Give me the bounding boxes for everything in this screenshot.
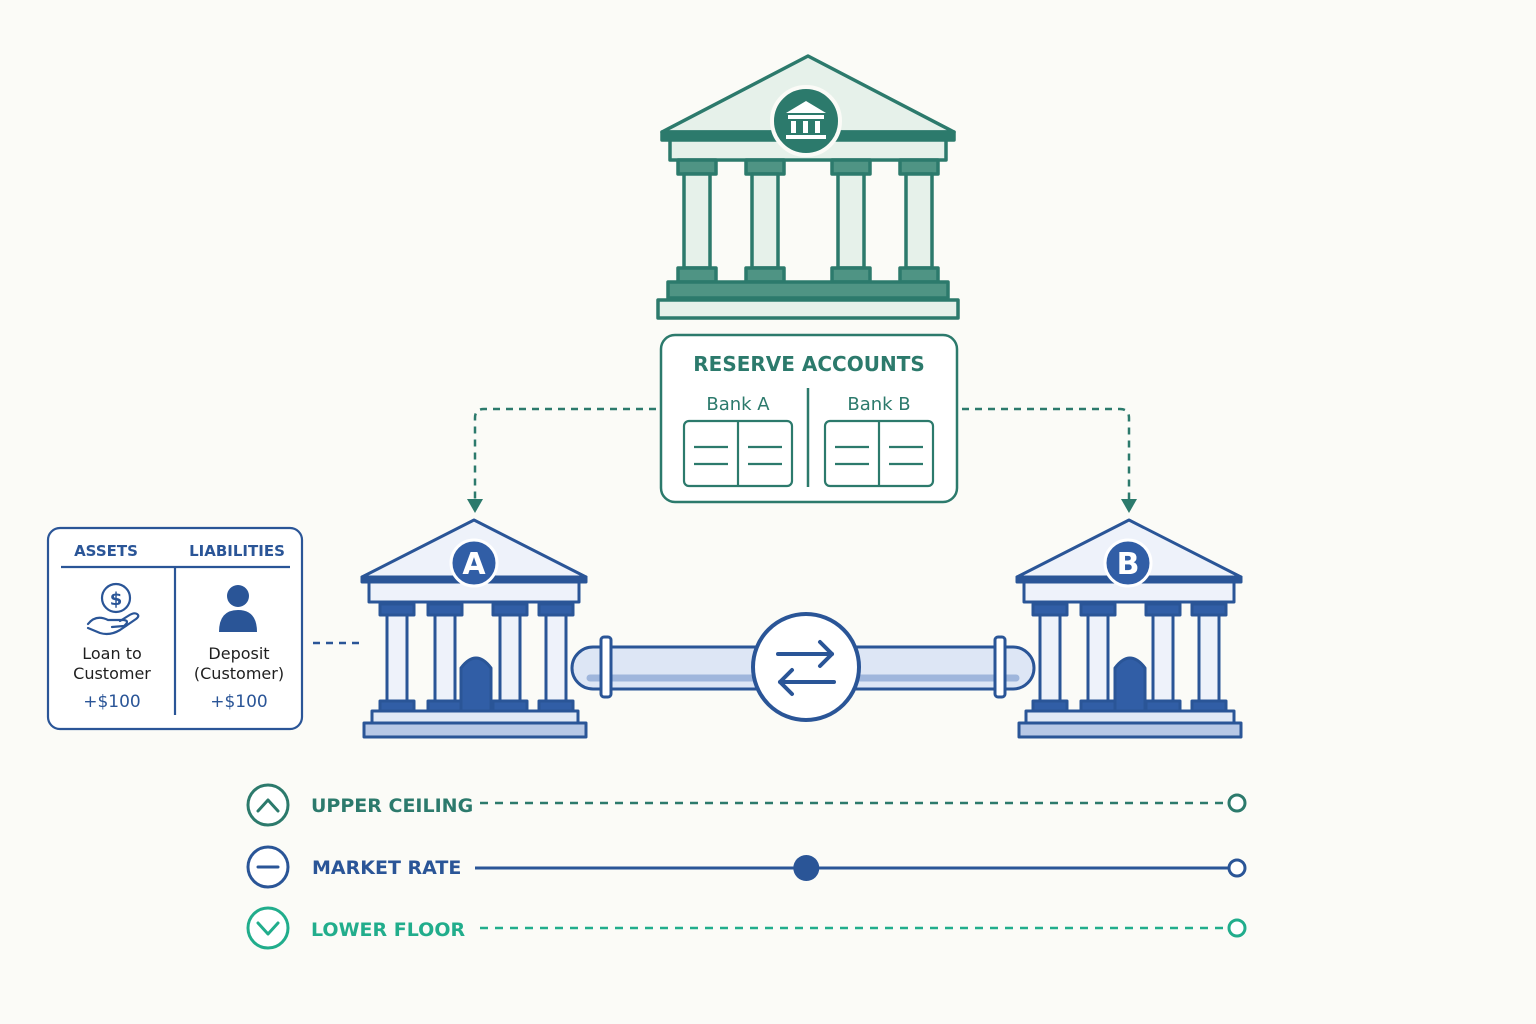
reserve-accounts-panel: RESERVE ACCOUNTS Bank A Bank B — [659, 333, 959, 504]
assets-header: ASSETS — [74, 542, 138, 560]
bank-icon — [770, 85, 842, 157]
bank-b-badge: B — [1103, 538, 1153, 588]
lower-floor-endpoint — [1227, 918, 1247, 938]
lower-floor-row: LOWER FLOOR — [246, 906, 1247, 950]
ledger-icon-bank-a — [682, 419, 794, 488]
swap-arrows-icon — [751, 612, 861, 722]
asset-value: +$100 — [83, 692, 141, 712]
central-bank-base-top — [666, 280, 950, 300]
bank-b-letter: B — [1117, 547, 1140, 582]
arrowhead-bank-a — [467, 499, 483, 513]
reserve-connectors — [473, 407, 1131, 500]
asset-line-2: Customer — [73, 664, 151, 683]
upper-ceiling-row: UPPER CEILING — [246, 783, 1247, 827]
ledger-icon-bank-b — [823, 419, 935, 488]
bank-a-letter: A — [462, 547, 486, 582]
market-rate-row: MARKET RATE — [246, 845, 1247, 889]
bank-a-door — [459, 656, 493, 713]
market-rate-label: MARKET RATE — [312, 857, 461, 879]
asset-line-1: Loan to — [82, 644, 142, 663]
reserve-label-bank-a: Bank A — [706, 394, 770, 415]
bank-b-columns — [1031, 602, 1228, 713]
bank-a-badge: A — [449, 538, 499, 588]
chevron-down-icon — [246, 906, 290, 950]
liabilities-header: LIABILITIES — [189, 542, 285, 560]
central-bank-base — [656, 298, 960, 320]
connector-to-bank-b — [962, 407, 1131, 500]
balance-sheet-panel: ASSETS LIABILITIES $ Loan to Customer +$… — [46, 526, 304, 731]
reserve-label-bank-b: Bank B — [847, 394, 910, 415]
hand-coin-icon: $ — [86, 582, 140, 636]
liability-value: +$100 — [210, 692, 268, 712]
arrowhead-bank-b — [1121, 499, 1137, 513]
svg-text:$: $ — [110, 589, 123, 610]
upper-ceiling-endpoint — [1227, 793, 1247, 813]
reserve-accounts-title: RESERVE ACCOUNTS — [693, 352, 925, 376]
upper-ceiling-label: UPPER CEILING — [311, 795, 473, 817]
market-rate-marker — [793, 855, 820, 881]
bank-a-columns — [378, 602, 575, 713]
bank-b-door — [1113, 656, 1147, 713]
connector-to-bank-a — [473, 407, 656, 500]
market-rate-endpoint — [1227, 858, 1247, 878]
person-icon — [219, 585, 257, 632]
chevron-up-icon — [246, 783, 290, 827]
liability-line-1: Deposit — [208, 644, 269, 663]
lower-floor-label: LOWER FLOOR — [311, 919, 465, 941]
minus-icon — [246, 845, 290, 889]
liability-line-2: (Customer) — [194, 664, 284, 683]
central-bank-columns — [676, 158, 940, 284]
